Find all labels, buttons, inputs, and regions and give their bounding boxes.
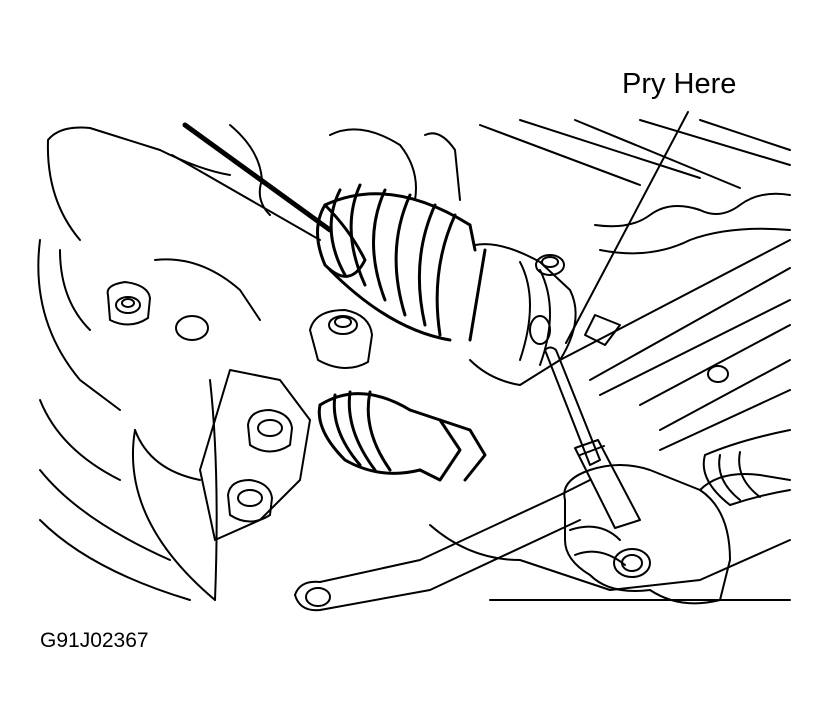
bolt-left-lower xyxy=(227,479,273,523)
hand xyxy=(563,464,791,605)
bolt-center xyxy=(309,309,373,369)
upper-body-panel xyxy=(46,119,791,241)
transmission-case xyxy=(559,192,791,451)
cv-housing xyxy=(468,243,577,386)
figure-code: G91J02367 xyxy=(40,629,149,652)
pry-bar xyxy=(544,346,641,529)
bolt-left-middle xyxy=(247,409,293,453)
callout-leader-line xyxy=(565,111,689,344)
bolt-left-upper xyxy=(106,281,151,326)
cv-boot-upper xyxy=(316,183,477,342)
hole-left xyxy=(175,315,209,341)
right-drive-shaft xyxy=(702,429,791,506)
lower-control-arm xyxy=(131,369,591,612)
pry-here-label: Pry Here xyxy=(622,68,737,100)
cv-boot-lower xyxy=(317,390,487,482)
left-panel xyxy=(37,239,791,601)
